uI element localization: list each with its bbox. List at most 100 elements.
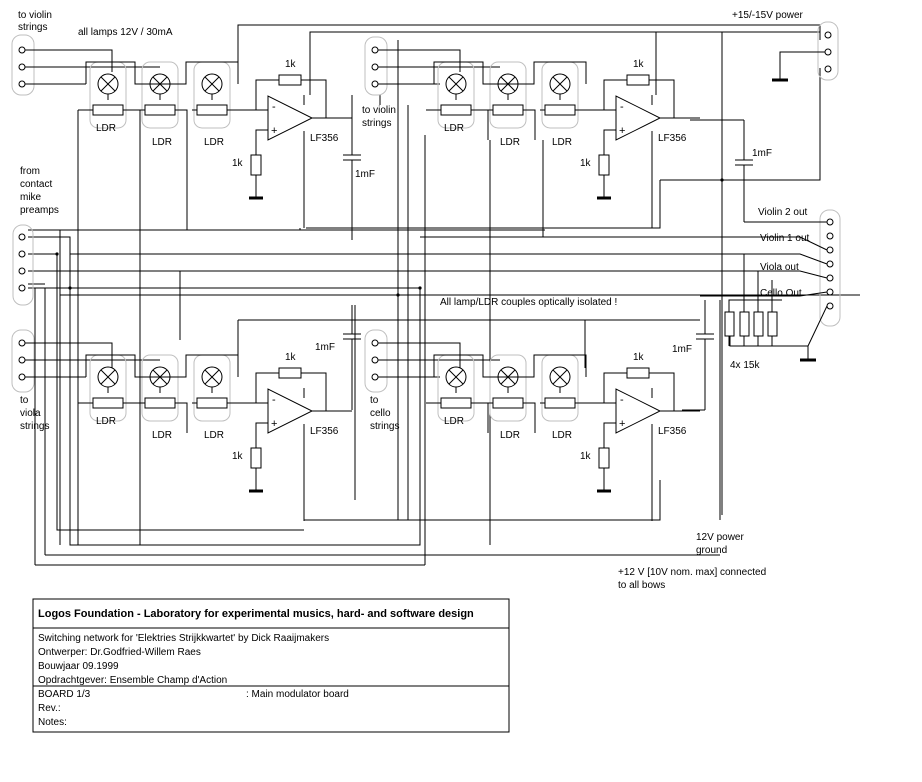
ldr-icon [492,397,524,409]
title-block-notes: Notes: [38,717,67,728]
opamp-label: LF356 [658,426,687,437]
feedback-resistor-label: 1k [285,59,297,70]
label-power: +15/-15V power [732,10,804,21]
ldr-label: LDR [152,430,172,441]
ldr-label: LDR [552,137,572,148]
connector-power [772,21,839,82]
ldr-icon [544,397,576,409]
label-from-contact-1: contact [20,179,52,190]
label-from-contact-2: mike [20,192,42,203]
ldr-icon [92,104,124,116]
title-block-line1: Switching network for 'Elektries Strijkk… [38,633,329,644]
opamp-icon: -+ [615,95,662,141]
capacitor-1 [343,95,361,240]
ldr-icon [492,104,524,116]
label-to-cello-0: to [370,395,379,406]
label-to-cello-1: cello [370,408,391,419]
ldr-label: LDR [500,430,520,441]
svg-text:+: + [271,418,277,430]
lamp-ldr-couple: LDR [140,354,180,441]
feedback-resistor-label: 1k [633,352,645,363]
label-all-lamps: all lamps 12V / 30mA [78,27,173,38]
bias-resistor [598,447,610,469]
svg-text:-: - [272,101,276,113]
label-cello-out: Cello Out [760,288,802,299]
label-isolated: All lamp/LDR couples optically isolated … [440,297,617,308]
opamp-label: LF356 [658,133,687,144]
lamp-ldr-couple: LDR [88,61,128,134]
ldr-label: LDR [500,137,520,148]
capacitor-2 [690,119,753,222]
label-violin2-out: Violin 2 out [758,207,808,218]
label-to-viola-1: viola [20,408,41,419]
ldr-icon [144,104,176,116]
connector-outputs [729,171,841,362]
ldr-icon [440,104,472,116]
bias-resistor-label: 1k [580,158,592,169]
output-resistors [724,254,782,346]
label-to-viola-0: to [20,395,29,406]
cap-2-label: 1mF [752,148,772,159]
lamp-icon [445,73,467,95]
opamp-icon: -+ [615,388,662,434]
ldr-icon [144,397,176,409]
lamp-ldr-couple: LDR [488,354,528,441]
capacitor-3 [343,305,361,410]
ldr-icon [544,104,576,116]
connector-contact-mike [12,224,34,306]
opamp-icon: -+ [267,95,314,141]
bias-resistor [250,447,262,469]
cap-1-label: 1mF [355,169,375,180]
lamp-ldr-couple: LDR [540,354,580,441]
feedback-resistor [626,367,650,379]
feedback-resistor [278,74,302,86]
title-block: Logos Foundation - Laboratory for experi… [32,598,510,733]
bus-wiring [28,24,860,566]
module-violin-2: LDR LDR LDR -+LF356 1k 1k [426,59,700,228]
svg-text:-: - [620,101,624,113]
ldr-label: LDR [96,416,116,427]
label-viola-out: Viola out [760,262,799,273]
svg-text:-: - [620,394,624,406]
svg-text:-: - [272,394,276,406]
opamp-icon: -+ [267,388,314,434]
opamp-label: LF356 [310,133,339,144]
title-block-title: Logos Foundation - Laboratory for experi… [38,608,474,620]
title-block-line4: Opdrachtgever: Ensemble Champ d'Action [38,675,227,686]
label-to-violin-1b: strings [18,22,47,33]
connector-violin-2 [364,36,500,96]
bias-resistor-label: 1k [232,158,244,169]
lamp-ldr-couple: LDR [88,354,128,427]
label-to-cello-2: strings [370,421,399,432]
lamp-ldr-couple: LDR [436,61,476,134]
label-to-viola-2: strings [20,421,49,432]
lamp-ldr-couple: LDR [140,61,180,148]
capacitor-4 [682,300,714,411]
cap-4-label: 1mF [672,344,692,355]
label-to-violin-2b: strings [362,118,391,129]
ldr-icon [196,397,228,409]
label-res4: 4x 15k [730,360,760,371]
label-bows-a: +12 V [10V nom. max] connected [618,567,766,578]
bias-resistor [250,154,262,176]
lamp-ldr-couple: LDR [192,354,232,441]
cap-3-label: 1mF [315,342,335,353]
feedback-resistor [626,74,650,86]
lamp-icon [549,366,571,388]
lamp-icon [97,73,119,95]
lamp-ldr-couple: LDR [436,354,476,427]
lamp-ldr-couple: LDR [192,61,232,148]
feedback-resistor-label: 1k [633,59,645,70]
component-labels: 1mF 1mF 1mF 1mF [315,148,772,355]
label-violin1-out: Violin 1 out [760,233,810,244]
ldr-label: LDR [444,123,464,134]
label-12v-a: 12V power [696,532,744,543]
lamp-icon [445,366,467,388]
label-to-violin-2a: to violin [362,105,396,116]
svg-text:+: + [271,125,277,137]
